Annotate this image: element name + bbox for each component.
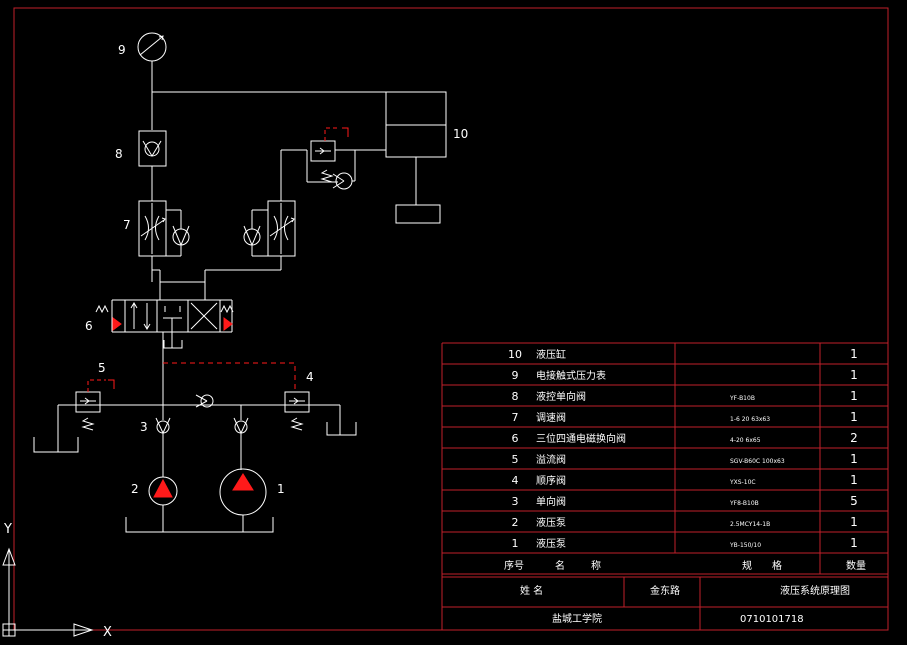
title-drawing-title: 液压系统原理图 (780, 584, 850, 597)
ucs-x-label: X (103, 625, 112, 640)
table-cell-spec: 2.5MCY14-1B (730, 521, 770, 528)
table-cell-no: 8 (512, 390, 519, 403)
header-name-a: 名 (555, 559, 565, 572)
table-cell-spec: SGV-B60C 100x63 (730, 458, 785, 465)
pump-1-marker (232, 473, 254, 491)
title-name-value: 金东路 (650, 584, 680, 597)
drawing-frame (13, 7, 889, 631)
speed-control-valve-7-left[interactable] (138, 200, 190, 257)
table-cell-no: 1 (512, 537, 519, 550)
title-name-label: 姓 名 (520, 584, 543, 597)
title-school: 盐城工学院 (552, 612, 602, 625)
table-cell-spec: 4-20 6x65 (730, 437, 761, 444)
header-name-b: 称 (591, 559, 601, 572)
pilot-line-upper (324, 127, 340, 141)
header-qty: 数量 (846, 559, 866, 572)
hydraulic-schematic (33, 32, 447, 533)
table-cell-name: 调速阀 (536, 411, 566, 424)
pilot-line-lower (163, 362, 296, 390)
pressure-gauge-9[interactable] (137, 32, 167, 130)
table-cell-qty: 1 (850, 536, 858, 550)
table-cell-no: 7 (512, 411, 519, 424)
parts-table-header: 序号 名 称 规 格 数量 (504, 559, 866, 572)
parts-table: 10 液压缸 1 9 电接触式压力表 1 8 液控单向阀 YF-B10B 1 7 调速阀 1-6 20 … (441, 342, 889, 630)
check-valve-3[interactable] (155, 405, 171, 477)
table-cell-spec: 1-6 20 63x63 (730, 416, 770, 423)
table-cell-name: 液压泵 (536, 537, 566, 550)
table-cell-spec: YB-150/10 (729, 542, 761, 549)
table-cell-no: 9 (512, 369, 519, 382)
directional-valve-6[interactable] (95, 299, 234, 349)
component-labels: 1 2 3 4 5 6 7 8 9 10 (85, 43, 468, 496)
table-cell-qty: 5 (850, 494, 858, 508)
table-cell-no: 2 (512, 516, 519, 529)
check-valve-right-pump[interactable] (233, 405, 249, 470)
ucs-y-label: Y (3, 522, 12, 537)
title-student-id: 0710101718 (740, 614, 804, 625)
table-cell-no: 3 (512, 495, 519, 508)
header-spec-b: 格 (772, 559, 782, 572)
table-cell-spec: YF-B10B (729, 395, 755, 402)
label-1: 1 (277, 482, 285, 496)
relief-valve-5[interactable] (33, 391, 101, 453)
table-cell-qty: 1 (850, 368, 858, 382)
pressure-valve-assembly[interactable] (306, 140, 386, 190)
table-cell-qty: 1 (850, 347, 858, 361)
table-cell-no: 6 (512, 432, 519, 445)
table-cell-qty: 1 (850, 389, 858, 403)
label-7: 7 (123, 218, 131, 232)
table-cell-name: 液压缸 (536, 348, 566, 361)
pump-2-marker (153, 478, 173, 498)
table-cell-qty: 1 (850, 410, 858, 424)
table-cell-spec: YF8-B10B (729, 500, 759, 507)
label-9: 9 (118, 43, 126, 57)
label-10: 10 (453, 127, 468, 141)
table-cell-spec: YXS-10C (729, 479, 756, 486)
title-block: 姓 名 金东路 液压系统原理图 盐城工学院 0710101718 (442, 576, 888, 630)
header-spec-a: 规 (742, 559, 752, 572)
pilot-check-valve-8[interactable] (138, 130, 167, 201)
label-6: 6 (85, 319, 93, 333)
table-cell-name: 顺序阀 (536, 474, 566, 487)
check-valve-middle[interactable] (195, 394, 214, 408)
table-cell-qty: 1 (850, 473, 858, 487)
hydraulic-pump-1[interactable] (219, 468, 267, 532)
hydraulic-pump-2[interactable] (148, 476, 178, 532)
table-cell-name: 液控单向阀 (536, 390, 586, 403)
label-2: 2 (131, 482, 139, 496)
speed-control-valve-7-right[interactable] (243, 149, 307, 257)
hydraulic-cylinder-10[interactable] (385, 91, 447, 224)
table-cell-name: 三位四通电磁换向阀 (536, 432, 626, 445)
label-5: 5 (98, 361, 106, 375)
tank-baseline (125, 517, 274, 533)
table-cell-qty: 1 (850, 452, 858, 466)
header-no: 序号 (504, 559, 524, 572)
table-cell-no: 5 (512, 453, 519, 466)
table-cell-name: 单向阀 (536, 495, 566, 508)
table-cell-name: 电接触式压力表 (536, 369, 606, 382)
sequence-valve-4[interactable] (284, 391, 357, 436)
table-cell-name: 溢流阀 (536, 453, 566, 466)
table-cell-qty: 2 (850, 431, 858, 445)
solenoid-marker-right (223, 317, 233, 331)
table-cell-no: 4 (512, 474, 519, 487)
table-cell-name: 液压泵 (536, 516, 566, 529)
solenoid-marker-left (112, 317, 122, 331)
table-cell-no: 10 (508, 348, 522, 361)
table-cell-qty: 1 (850, 515, 858, 529)
label-4: 4 (306, 370, 314, 384)
label-8: 8 (115, 147, 123, 161)
label-3: 3 (140, 420, 148, 434)
ucs-icon (2, 547, 94, 637)
